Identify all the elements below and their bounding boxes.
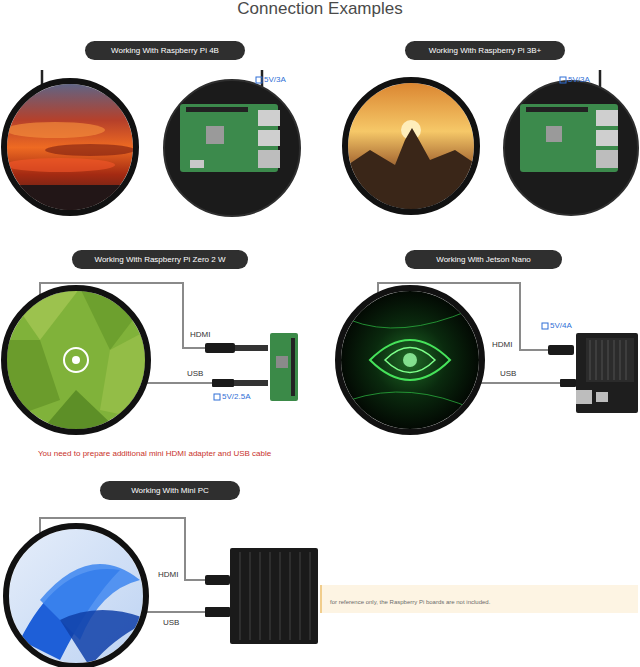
display-bezel (338, 288, 482, 432)
temple-silhouette (340, 128, 482, 215)
page-title: Connection Examples (0, 0, 640, 18)
ethernet-port (596, 150, 618, 168)
display-bezel (4, 288, 148, 432)
glow (403, 353, 417, 367)
eye-shape (370, 340, 450, 380)
light-streak (350, 310, 470, 328)
heatsink (586, 338, 634, 382)
mini-pc (230, 548, 318, 644)
cable-label: USB (163, 618, 179, 628)
screen-image (340, 80, 482, 215)
usb-plug (560, 379, 576, 387)
cable-label: HDMI (492, 340, 512, 350)
hdmi-plug (548, 345, 574, 355)
cable-label: USB (187, 369, 203, 379)
section-pill: Working With Mini PC (100, 481, 240, 500)
display-back (504, 81, 638, 215)
section-heading: Working With Jetson Nano (436, 255, 531, 265)
screen-image (0, 80, 140, 215)
case-ridges (240, 552, 310, 640)
section-heading: Working With Raspberry Pi 3B+ (429, 46, 542, 56)
warning-note: You need to prepare additional mini HDMI… (38, 449, 271, 459)
polygon-facet (4, 340, 60, 420)
section-pill: Working With Raspberry Pi 3B+ (405, 41, 565, 60)
gpio-header (526, 107, 588, 112)
section-pill: Working With Raspberry Pi Zero 2 W (72, 250, 248, 269)
cloud (45, 144, 135, 156)
screen-image (338, 288, 482, 432)
usb-port (258, 110, 280, 126)
pi-zero-board (270, 333, 298, 401)
section-pill: Working With Jetson Nano (405, 250, 562, 269)
usb-cable (146, 611, 205, 613)
cable-label: USB (500, 369, 516, 379)
section-heading: Working With Raspberry Pi Zero 2 W (95, 255, 226, 265)
gpio-header (186, 107, 248, 112)
section-heading: Working With Mini PC (131, 486, 209, 496)
chip (546, 126, 562, 142)
usb-plug (212, 379, 234, 387)
usb-port (576, 390, 592, 404)
cloud (5, 122, 105, 138)
mini-hdmi-adapter (235, 345, 268, 351)
power-icon (256, 77, 262, 83)
ethernet-port (258, 150, 280, 168)
power-rating: 5V/3A (568, 75, 590, 85)
usb-plug (205, 607, 230, 617)
screen-image (4, 288, 148, 432)
chip (276, 356, 288, 368)
hdmi-plug (205, 575, 230, 585)
section-heading: Working With Raspberry Pi 4B (111, 46, 219, 56)
sunset-sky (0, 80, 140, 215)
cable-label: HDMI (190, 330, 210, 340)
usb-adapter (234, 380, 268, 386)
power-rating: 5V/4A (550, 321, 572, 331)
usb-port (596, 130, 618, 146)
display-bezel (4, 81, 136, 213)
chip (206, 126, 224, 144)
pi-board (520, 104, 618, 172)
power-rating: 5V/2.5A (222, 392, 250, 402)
screen-image (6, 526, 150, 667)
power-icon (542, 323, 548, 329)
heatsink-fins (590, 340, 626, 380)
hdmi-plug (205, 343, 235, 353)
jetson-board (576, 333, 638, 413)
power-icon (560, 77, 566, 83)
note-text: for reference only, the Raspberry Pi boa… (330, 599, 490, 605)
display-bezel (345, 80, 477, 212)
usb-cable (480, 382, 560, 384)
sunset-sky (340, 80, 482, 215)
gpio-header (291, 338, 295, 396)
polygon-facet (100, 330, 148, 420)
cloud (5, 158, 115, 172)
eye-shape (385, 348, 435, 373)
note-box: for reference only, the Raspberry Pi boa… (320, 585, 638, 613)
usb-port (596, 110, 618, 126)
usb-cable (146, 382, 212, 384)
dark-wallpaper (338, 288, 482, 432)
section-pill: Working With Raspberry Pi 4B (85, 41, 245, 60)
display-back (164, 80, 300, 216)
power-rating: 5V/3A (264, 75, 286, 85)
logo (64, 348, 88, 372)
power-icon (214, 394, 220, 400)
cable-label: HDMI (158, 570, 178, 580)
logo (72, 356, 80, 364)
power-cable (599, 70, 602, 88)
hdmi-port (190, 160, 204, 168)
green-wallpaper (4, 288, 148, 432)
usb-port (258, 130, 280, 146)
display-bezel (6, 526, 146, 666)
light-streak (350, 392, 475, 410)
ethernet-port (596, 392, 608, 402)
